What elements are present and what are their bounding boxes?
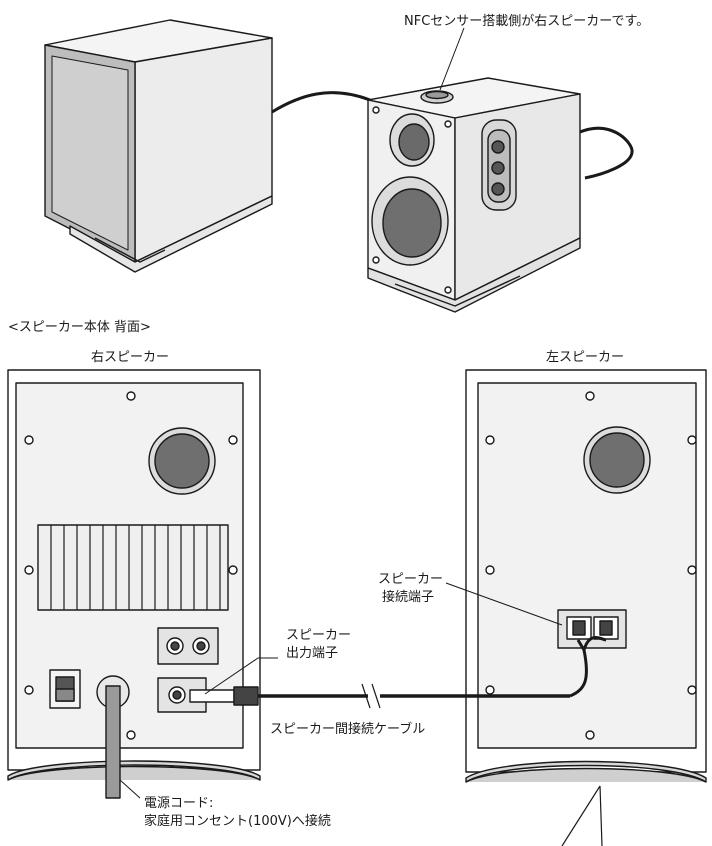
cable-label: スピーカー間接続ケーブル (270, 722, 426, 737)
output-terminal-leader (204, 657, 278, 695)
speaker-terminal-leader (445, 582, 563, 626)
speaker-terminal-label-2: 接続端子 (382, 590, 435, 605)
bottom-cable-tail (561, 785, 603, 846)
left-speaker-label: 左スピーカー (546, 350, 625, 365)
section-title: <スピーカー本体 背面> (8, 320, 151, 335)
power-cord (105, 685, 121, 799)
power-cord-leader (119, 779, 141, 799)
top-connecting-cable (271, 91, 371, 114)
right-speaker-label: 右スピーカー (91, 350, 170, 365)
top-left-speaker (44, 19, 273, 273)
output-terminal-label-1: スピーカー (286, 628, 352, 643)
rear-right-speaker (7, 369, 261, 781)
top-right-speaker (367, 77, 581, 313)
output-terminal-label-2: 出力端子 (286, 646, 339, 661)
rear-left-speaker (465, 369, 707, 783)
nfc-note: NFCセンサー搭載側が右スピーカーです。 (404, 14, 650, 29)
power-cord-label-1: 電源コード: (144, 796, 214, 811)
inter-speaker-cable (189, 636, 607, 709)
nfc-leader-line (439, 27, 465, 91)
speaker-terminal-label-1: スピーカー (378, 572, 444, 587)
top-power-cable (579, 126, 634, 180)
power-cord-label-2: 家庭用コンセント(100V)へ接続 (144, 814, 331, 829)
